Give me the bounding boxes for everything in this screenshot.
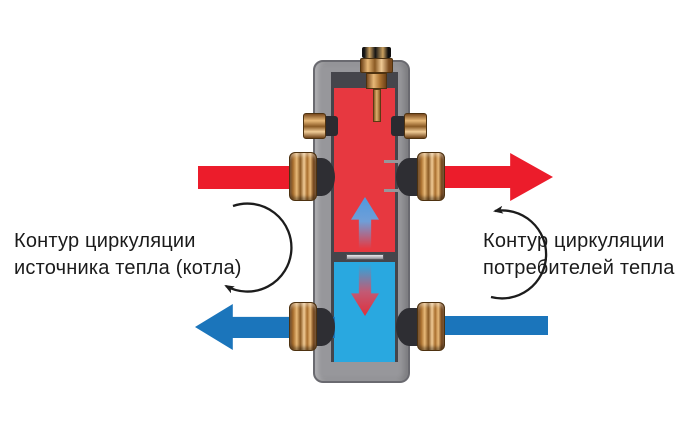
air-vent-valve-hex-icon <box>360 58 393 73</box>
union-nut <box>289 152 317 201</box>
union-tailpiece <box>313 308 335 346</box>
sensor-plug-left-icon <box>303 113 326 139</box>
sensor-plug-right-seal <box>391 116 406 136</box>
union-nut <box>289 302 317 351</box>
union-tailpiece <box>396 308 418 346</box>
label-line: потребителей тепла <box>483 257 675 279</box>
label-heat-consumers-circuit: Контур циркуляции потребителей тепла <box>483 228 675 282</box>
label-line: источника тепла (котла) <box>14 257 242 279</box>
label-line: Контур циркуляции <box>14 230 196 252</box>
label-line: Контур циркуляции <box>483 230 665 252</box>
sensor-rod-icon <box>373 89 381 122</box>
sensor-plug-left-seal <box>323 116 338 136</box>
air-vent-valve-neck-icon <box>366 73 387 89</box>
baffle-plate <box>346 254 384 260</box>
cold-return-pipe-right <box>420 316 548 335</box>
union-tailpiece <box>396 158 418 196</box>
air-vent-valve-cap-icon <box>362 47 391 58</box>
union-nut <box>417 152 445 201</box>
label-heat-source-circuit: Контур циркуляции источника тепла (котла… <box>14 228 242 282</box>
sensor-plug-right-icon <box>404 113 427 139</box>
outlet-stub-line <box>384 160 410 163</box>
union-nut <box>417 302 445 351</box>
outlet-stub-line <box>384 189 410 192</box>
union-tailpiece <box>313 158 335 196</box>
